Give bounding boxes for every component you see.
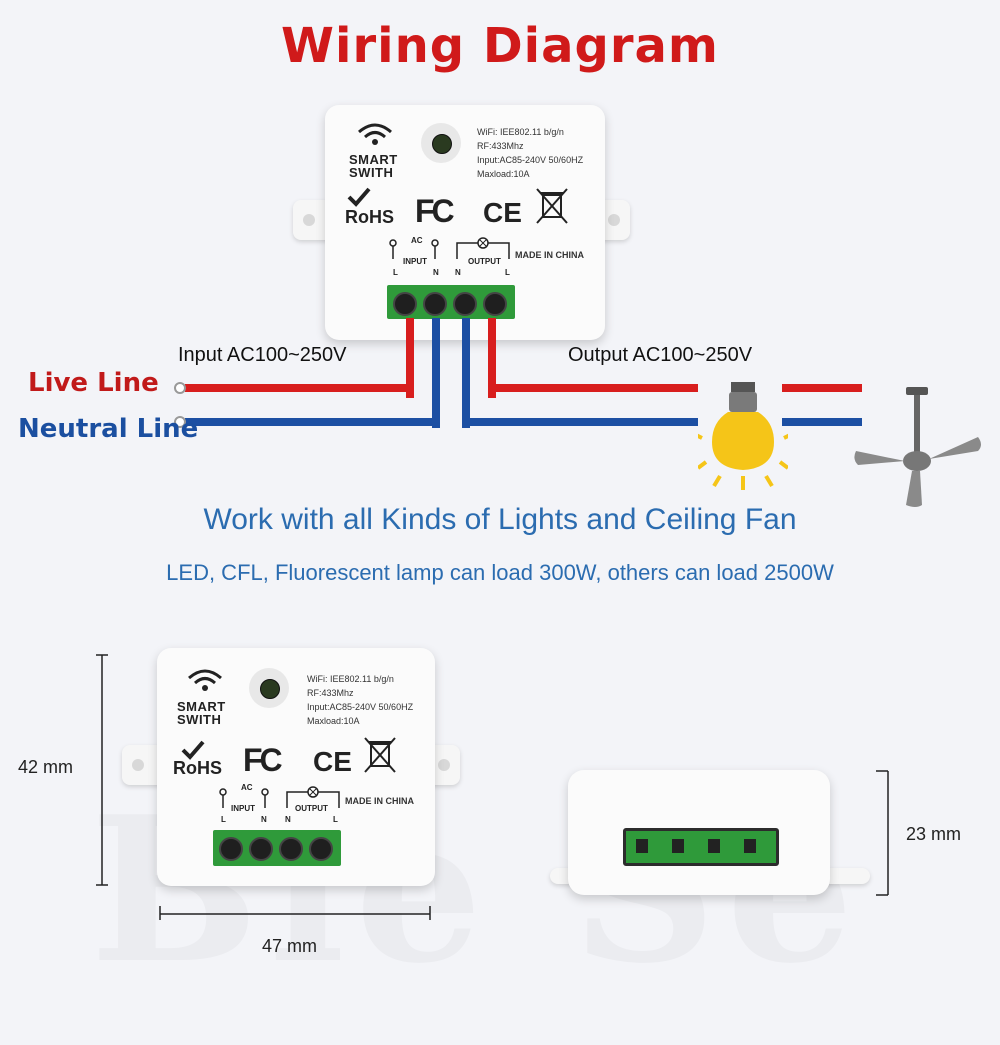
wire-live-out — [488, 384, 698, 392]
ceiling-fan-icon — [854, 387, 981, 507]
smart-switch-side — [568, 770, 830, 895]
fc-logo: FC — [415, 193, 455, 229]
weee-bin-icon — [364, 737, 396, 773]
output-voltage-label: Output AC100~250V — [568, 344, 753, 366]
wire-neutral-out-vertical — [462, 318, 470, 428]
width-dimension: 47 mm — [262, 936, 318, 956]
wifi-icon — [188, 669, 222, 691]
term-l-out: L — [333, 815, 338, 824]
side-terminal-block — [623, 828, 779, 866]
input-voltage-label: Input AC100~250V — [178, 344, 347, 366]
terminal-schematic — [219, 786, 340, 808]
made-in-label: MADE IN CHINA — [515, 250, 584, 260]
term-n-in: N — [261, 815, 267, 824]
spec-block: WiFi: IEE802.11 b/g/n RF:433Mhz Input:AC… — [477, 127, 584, 179]
weee-bin-icon — [536, 188, 568, 224]
light-bulb-icon — [698, 382, 788, 490]
term-n-out: N — [285, 815, 291, 824]
height-dimension: 42 mm — [18, 757, 74, 777]
term-n-in: N — [433, 268, 439, 277]
terminal-block — [387, 285, 515, 319]
depth-bracket — [876, 770, 889, 896]
output-label: OUTPUT — [295, 804, 328, 813]
pairing-button[interactable] — [249, 668, 289, 708]
term-l-out: L — [505, 268, 510, 277]
live-terminal-dot — [174, 382, 186, 394]
term-l-in: L — [393, 268, 398, 277]
check-icon — [347, 187, 371, 207]
rohs-mark: RoHS — [173, 758, 222, 778]
neutral-line-label: Neutral Line — [18, 414, 199, 444]
wifi-icon — [358, 123, 392, 145]
page-title: Wiring Diagram — [281, 18, 719, 74]
spec-block: WiFi: IEE802.11 b/g/n RF:433Mhz Input:AC… — [307, 674, 414, 726]
wire-live-to-fan — [782, 384, 862, 392]
load-note: LED, CFL, Fluorescent lamp can load 300W… — [166, 560, 834, 585]
pairing-button[interactable] — [421, 123, 461, 163]
input-label: INPUT — [403, 257, 427, 266]
term-n-out: N — [455, 268, 461, 277]
height-bracket — [96, 654, 108, 886]
side-mount-tab-right — [820, 868, 870, 884]
rohs-mark: RoHS — [345, 207, 394, 227]
wire-neutral-to-fan — [782, 418, 862, 426]
check-icon — [181, 740, 205, 760]
ce-logo: CE — [313, 746, 352, 777]
wire-neutral-out — [462, 418, 698, 426]
fc-logo: FC — [243, 742, 283, 778]
wire-neutral-in — [185, 418, 440, 426]
live-line-label: Live Line — [28, 368, 159, 398]
neutral-terminal-dot — [174, 416, 186, 428]
ac-label: AC — [411, 236, 423, 245]
terminal-schematic — [389, 237, 510, 259]
wire-live-in-vertical — [406, 318, 414, 398]
output-label: OUTPUT — [468, 257, 501, 266]
wire-neutral-in-vertical — [432, 318, 440, 428]
depth-dimension: 23 mm — [906, 824, 962, 844]
ac-label: AC — [241, 783, 253, 792]
subtitle: Work with all Kinds of Lights and Ceilin… — [203, 503, 797, 536]
made-in-label: MADE IN CHINA — [345, 796, 414, 806]
wire-live-out-vertical — [488, 318, 496, 398]
terminal-block — [213, 830, 341, 866]
input-label: INPUT — [231, 804, 255, 813]
width-bracket — [159, 906, 431, 920]
wire-live-in — [185, 384, 414, 392]
ce-logo: CE — [483, 197, 522, 228]
term-l-in: L — [221, 815, 226, 824]
